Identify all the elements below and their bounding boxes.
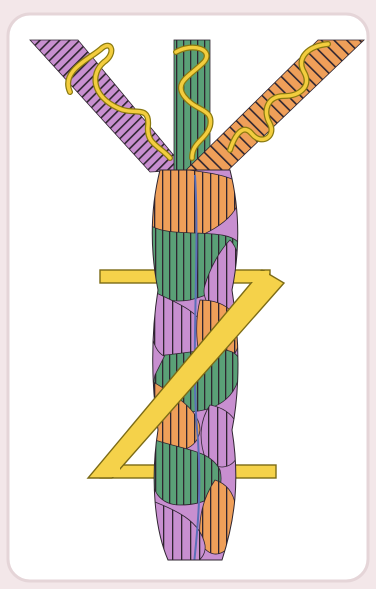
figure-frame <box>0 0 376 589</box>
yarn-twist-diagram <box>0 0 376 589</box>
